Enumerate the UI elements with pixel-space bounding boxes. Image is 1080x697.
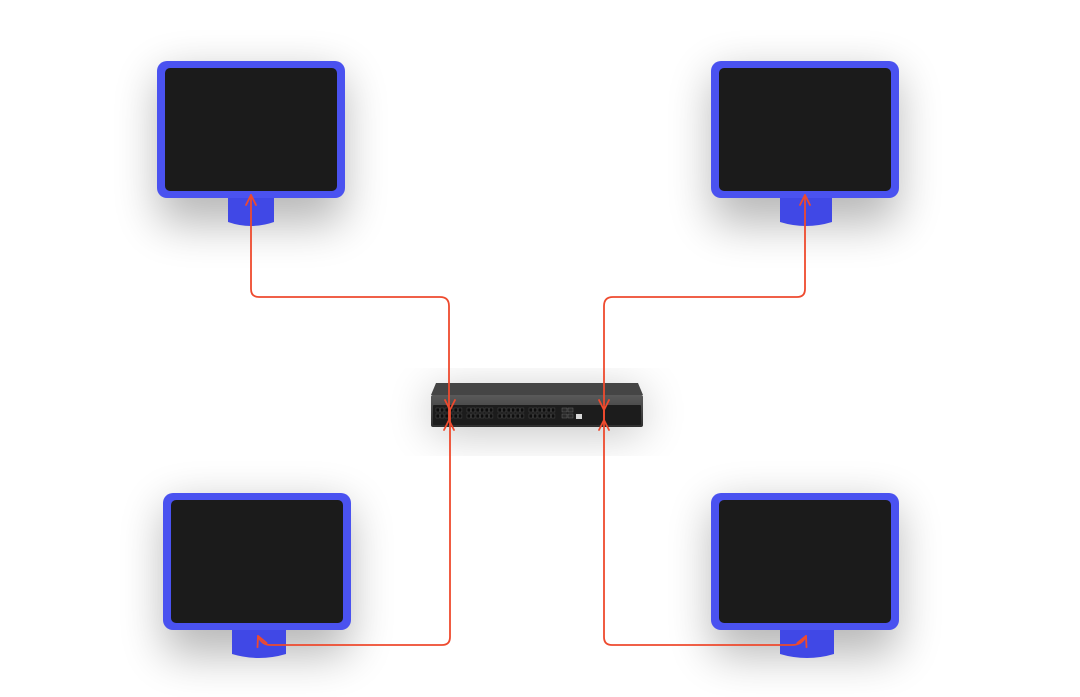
cable-bottom-right (598, 399, 808, 649)
cable-top-right (598, 194, 811, 431)
monitor-bottom-right (711, 493, 899, 658)
switch-port (511, 407, 516, 413)
switch-port (520, 413, 525, 419)
monitor-screen (171, 500, 343, 623)
switch-port (515, 413, 520, 419)
switch-port (489, 407, 494, 413)
switch-port (515, 407, 520, 413)
switch-port (440, 407, 445, 413)
monitor-stand (232, 628, 286, 658)
switch-port (458, 407, 463, 413)
switch-port (444, 407, 449, 413)
switch-port (528, 413, 533, 419)
monitor-bottom-left (163, 493, 351, 658)
switch-port (484, 407, 489, 413)
switch-port (435, 407, 440, 413)
switch-port (497, 407, 502, 413)
switch-port (533, 407, 538, 413)
switch-port (471, 413, 476, 419)
switch-port (453, 413, 458, 419)
monitor-screen (719, 68, 891, 191)
switch-port (444, 413, 449, 419)
monitor-stand (780, 628, 834, 658)
monitor-top-left (157, 61, 345, 226)
switch-console-port (576, 414, 582, 419)
switch-sfp-port (567, 407, 574, 413)
switch-port (537, 413, 542, 419)
switch-port (466, 407, 471, 413)
switch-port (542, 413, 547, 419)
switch-port (546, 413, 551, 419)
monitor-stand (780, 196, 832, 226)
switch-top-panel (431, 383, 643, 395)
cables (245, 194, 811, 649)
switch-port (480, 413, 485, 419)
switch-port (458, 413, 463, 419)
switch-sfp-port (567, 413, 574, 419)
switch-port (466, 413, 471, 419)
switch-port (471, 407, 476, 413)
switch-port (506, 413, 511, 419)
monitor-screen (719, 500, 891, 623)
switch-port (475, 413, 480, 419)
switch-port (542, 407, 547, 413)
switch-port (533, 413, 538, 419)
switch-port (435, 413, 440, 419)
switch-sfp-port (561, 413, 568, 419)
switch-port (551, 413, 556, 419)
switch-port (475, 407, 480, 413)
switch-port (520, 407, 525, 413)
switch-port (480, 407, 485, 413)
switch-port (546, 407, 551, 413)
switch-port (453, 407, 458, 413)
switch-sfp-port (561, 407, 568, 413)
switch-port (537, 407, 542, 413)
switch-port (484, 413, 489, 419)
switch-port (528, 407, 533, 413)
switch-port (506, 407, 511, 413)
switch-port (511, 413, 516, 419)
switch-port (497, 413, 502, 419)
network-switch (431, 383, 643, 432)
monitor-screen (165, 68, 337, 191)
switch-port (502, 407, 507, 413)
cable-top-left (245, 194, 455, 431)
switch-port (440, 413, 445, 419)
switch-port (502, 413, 507, 419)
switch-port (489, 413, 494, 419)
switch-port (551, 407, 556, 413)
cable-bottom-left (256, 399, 456, 649)
